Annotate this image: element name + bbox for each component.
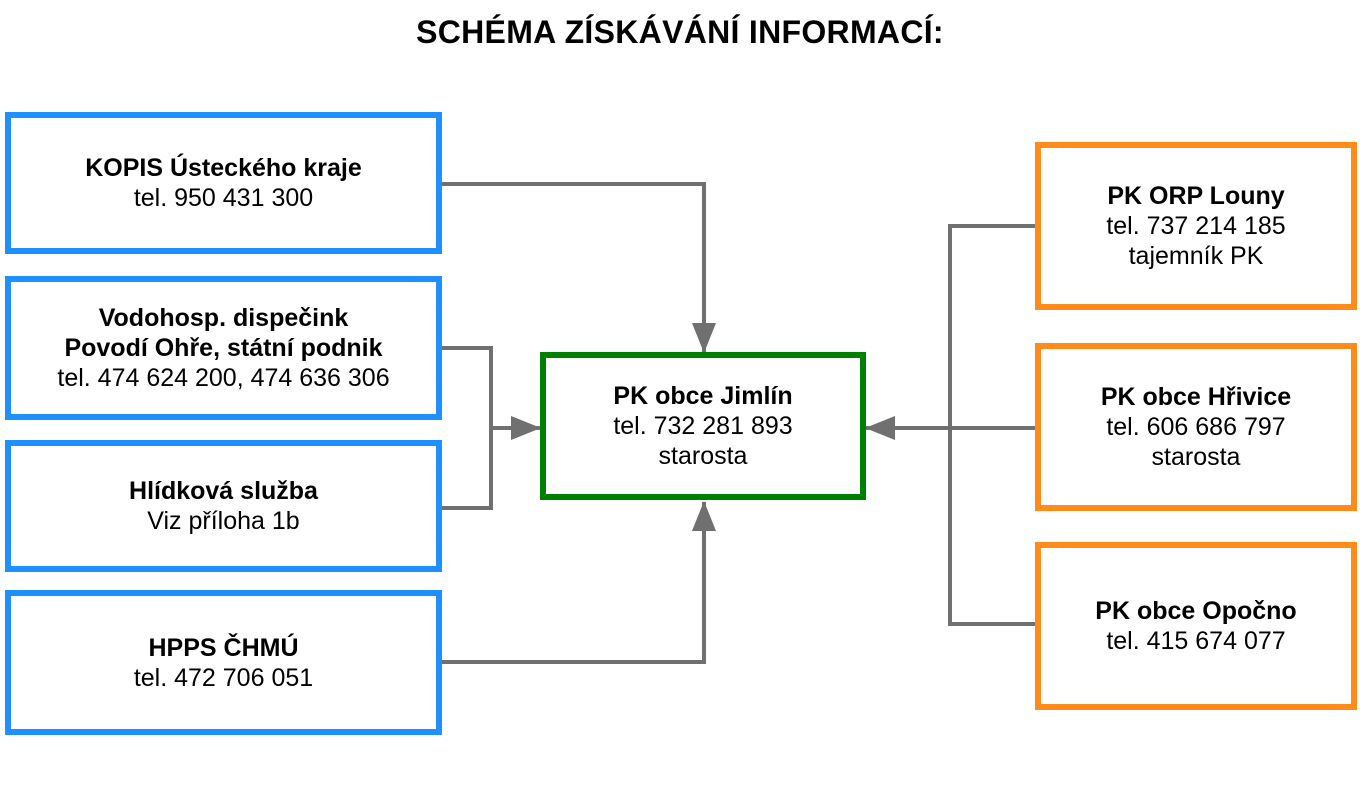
partner-box-hrivice: PK obce Hřivice tel. 606 686 797 starost… (1035, 343, 1357, 511)
partner-orp-louny-phone: tel. 737 214 185 (1106, 212, 1286, 240)
partner-opocno-phone: tel. 415 674 077 (1106, 627, 1286, 655)
source-vodohosp-name-line2: Povodí Ohře, státní podnik (64, 334, 383, 362)
center-box-jimlin: PK obce Jimlín tel. 732 281 893 starosta (540, 352, 866, 500)
diagram-title: SCHÉMA ZÍSKÁVÁNÍ INFORMACÍ: (416, 14, 944, 50)
center-name: PK obce Jimlín (613, 382, 793, 410)
source-kopis-phone: tel. 950 431 300 (133, 184, 314, 212)
connector-partners-bracket (948, 224, 1038, 626)
center-phone: tel. 732 281 893 (613, 412, 793, 440)
source-box-hpps: HPPS ČHMÚ tel. 472 706 051 (5, 590, 442, 735)
partner-hrivice-role: starosta (1151, 443, 1241, 471)
partner-orp-louny-role: tajemník PK (1128, 242, 1264, 270)
partner-hrivice-name: PK obce Hřivice (1100, 383, 1292, 411)
partner-opocno-name: PK obce Opočno (1095, 597, 1297, 625)
source-kopis-name: KOPIS Ústeckého kraje (85, 154, 362, 182)
connector-kopis-to-center (440, 182, 716, 353)
partner-orp-louny-name: PK ORP Louny (1107, 182, 1285, 210)
center-role: starosta (658, 442, 748, 470)
partner-hrivice-phone: tel. 606 686 797 (1106, 413, 1286, 441)
source-hpps-phone: tel. 472 706 051 (133, 663, 314, 692)
source-hpps-name: HPPS ČHMÚ (148, 633, 299, 662)
source-vodohosp-name-line1: Vodohosp. dispečink (98, 304, 349, 332)
partner-box-orp-louny: PK ORP Louny tel. 737 214 185 tajemník P… (1035, 142, 1357, 310)
source-box-vodohosp: Vodohosp. dispečink Povodí Ohře, státní … (5, 276, 442, 420)
source-hlidkova-note: Viz příloha 1b (147, 507, 300, 535)
source-vodohosp-phone: tel. 474 624 200, 474 636 306 (57, 364, 390, 392)
source-box-hlidkova: Hlídková služba Viz příloha 1b (5, 440, 442, 572)
connector-hpps-to-center (440, 501, 716, 664)
source-box-kopis: KOPIS Ústeckého kraje tel. 950 431 300 (5, 112, 442, 254)
partner-box-opocno: PK obce Opočno tel. 415 674 077 (1035, 542, 1357, 710)
connector-vodohosp-bracket (440, 346, 493, 510)
source-hlidkova-name: Hlídková služba (129, 477, 318, 505)
